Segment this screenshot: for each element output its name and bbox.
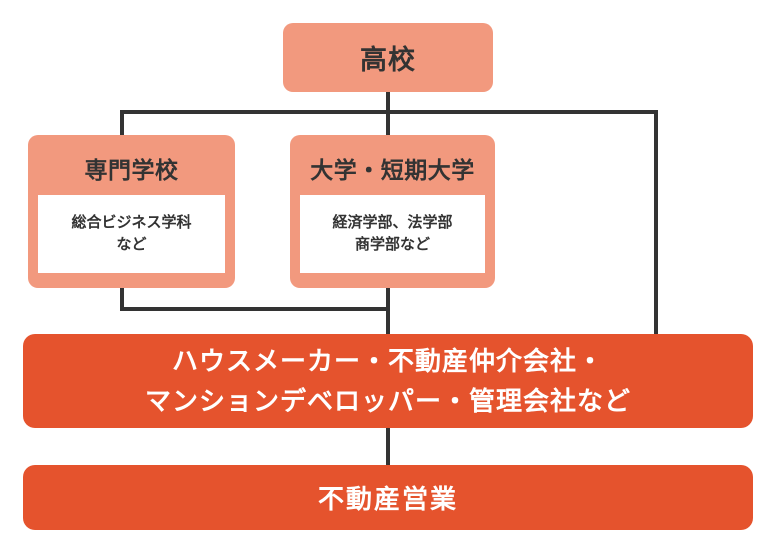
node-university: 大学・短期大学 経済学部、法学部 商学部など (290, 135, 495, 288)
connector-branch-horizontal (120, 110, 658, 114)
node-vocational-detail-line1: 総合ビジネス学科 (71, 214, 192, 232)
node-university-detail-line1: 経済学部、法学部 (332, 214, 453, 232)
node-university-title: 大学・短期大学 (310, 157, 475, 183)
node-vocational-detail-line2: など (116, 236, 147, 253)
node-vocational-title: 専門学校 (84, 157, 179, 183)
connector-companies-to-career (386, 426, 390, 468)
node-companies-line2: マンションデベロッパー・管理会社など (144, 386, 631, 416)
node-university-detail-panel: 経済学部、法学部 商学部など (300, 195, 485, 273)
connector-university-down (386, 285, 390, 337)
node-vocational-detail-panel: 総合ビジネス学科 など (38, 195, 225, 273)
connector-direct-to-companies (654, 110, 658, 337)
node-highschool: 高校 (283, 23, 493, 92)
node-career: 不動産営業 (23, 465, 753, 530)
node-career-label: 不動産営業 (317, 484, 458, 514)
node-companies: ハウスメーカー・不動産仲介会社・ マンションデベロッパー・管理会社など (23, 334, 753, 428)
connector-highschool-down (386, 91, 390, 137)
node-highschool-label: 高校 (360, 45, 416, 75)
node-vocational-school: 専門学校 総合ビジネス学科 など (28, 135, 235, 288)
connector-to-vocational (120, 110, 124, 138)
node-university-detail-line2: 商学部など (354, 236, 430, 253)
connector-join-horizontal (120, 307, 390, 311)
connector-vocational-down (120, 285, 124, 311)
node-companies-line1: ハウスメーカー・不動産仲介会社・ (171, 345, 604, 376)
